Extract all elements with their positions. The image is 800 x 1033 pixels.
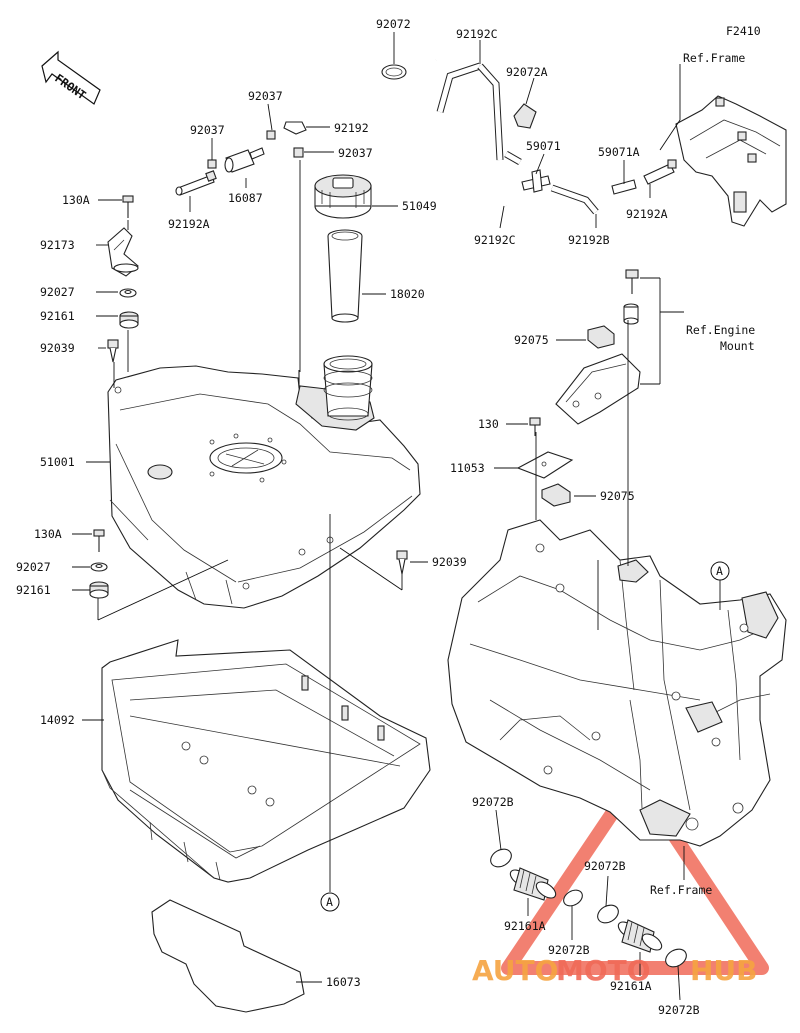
grommet-92161a-b (617, 919, 663, 953)
label-92161a-b: 92161A (610, 979, 652, 993)
label-92161a-a: 92161A (504, 919, 546, 933)
label-92161-low: 92161 (16, 583, 51, 597)
label-51049: 51049 (402, 199, 437, 213)
label-92192: 92192 (334, 121, 369, 135)
automotohub-watermark (501, 771, 769, 975)
label-130a-low: 130A (34, 527, 62, 541)
hose-92192a-left (175, 170, 217, 196)
label-92037-c: 92037 (338, 146, 373, 160)
bolt-130a-top (122, 195, 134, 218)
fuel-tank-51001 (107, 355, 421, 609)
label-130: 130 (478, 417, 499, 431)
joint-59071a (611, 179, 637, 195)
label-130a-top: 130A (62, 193, 90, 207)
ref-frame-bottom: Ref.Frame (650, 883, 712, 897)
label-92192a-right: 92192A (626, 207, 668, 221)
hose-92192a-right (643, 159, 677, 185)
clamp-92072b-a (490, 848, 512, 868)
label-92075-low: 92075 (600, 489, 635, 503)
clip-92037-c (293, 147, 304, 158)
ref-frame-top: Ref.Frame (683, 51, 745, 65)
automotohub-watermark-text: AUTO MOTO HUB (472, 954, 758, 987)
label-92072b-c: 92072B (584, 859, 626, 873)
label-92027-low: 92027 (16, 560, 51, 574)
label-92192c-top: 92192C (456, 27, 498, 41)
clamp-92072b-b (563, 889, 583, 907)
label-92173: 92173 (40, 238, 75, 252)
grommet-92161-top (119, 311, 139, 329)
grommet-92161-low (89, 581, 109, 599)
clip-92039-right (396, 550, 408, 575)
leader-lines (72, 32, 721, 1001)
clamp-92072b-c (597, 904, 619, 924)
svg-text:A: A (326, 895, 333, 909)
clip-92037-b (266, 130, 276, 140)
bracket-92173 (107, 227, 139, 277)
label-16073: 16073 (326, 975, 361, 989)
ref-engine-mount-1: Ref.Engine (686, 323, 755, 337)
label-59071a: 59071A (598, 145, 640, 159)
clamp-92072a (513, 103, 537, 129)
main-frame (447, 519, 787, 847)
bolt-130 (529, 417, 541, 436)
marker-a-bottom: A (320, 892, 340, 912)
bolt-engine-mount (625, 269, 639, 294)
label-92037-b: 92037 (248, 89, 283, 103)
pad-16073 (151, 899, 305, 1013)
label-92192b: 92192B (568, 233, 610, 247)
label-92075-top: 92075 (514, 333, 549, 347)
label-92072b-a: 92072B (472, 795, 514, 809)
watermark-moto: MOTO (556, 954, 651, 987)
label-16087: 16087 (228, 191, 263, 205)
fuel-cap-51049 (314, 174, 372, 219)
label-92072b-b: 92072B (548, 943, 590, 957)
clip-92037-a (207, 159, 217, 169)
clip-92039-left (107, 339, 119, 363)
plate-11053 (516, 451, 574, 479)
filter-16087 (224, 147, 265, 173)
collar-engine-mount (623, 303, 639, 325)
label-92039-left: 92039 (40, 341, 75, 355)
label-51001: 51001 (40, 455, 75, 469)
label-92027-top: 92027 (40, 285, 75, 299)
label-92072-top: 92072 (376, 17, 411, 31)
label-92039-right: 92039 (432, 555, 467, 569)
label-92192c-mid: 92192C (474, 233, 516, 247)
washer-92027-low (90, 562, 108, 572)
hose-92192c-top (403, 59, 509, 207)
bolt-130a-low (93, 529, 105, 552)
grommet-92161a-a (509, 867, 557, 901)
damper-92075-low (541, 483, 571, 507)
hose-92192 (283, 121, 307, 135)
label-92192a-left: 92192A (168, 217, 210, 231)
label-18020: 18020 (390, 287, 425, 301)
watermark-hub: HUB (690, 954, 758, 987)
ref-engine-mount-2: Mount (720, 339, 755, 353)
label-11053: 11053 (450, 461, 485, 475)
joint-59071 (521, 169, 551, 193)
filler-strainer-18020 (327, 229, 363, 323)
label-92072b-d: 92072B (658, 1003, 700, 1017)
label-92037-a: 92037 (190, 123, 225, 137)
label-14092: 14092 (40, 713, 75, 727)
svg-text:A: A (716, 564, 723, 578)
marker-a-right: A (710, 561, 730, 581)
diagram-code: F2410 (726, 24, 761, 38)
label-59071: 59071 (526, 139, 561, 153)
clamp-92072-top (381, 64, 407, 80)
hose-92192b (550, 184, 599, 215)
label-92072a: 92072A (506, 65, 548, 79)
mount-bracket (555, 353, 641, 425)
part-labels: F2410 Ref.Frame Ref.Engine Mount Ref.Fra… (16, 17, 761, 1017)
label-92161-top: 92161 (40, 309, 75, 323)
damper-92075-top (587, 325, 615, 349)
watermark-auto: AUTO (472, 954, 558, 987)
clamp-92072b-d (665, 948, 687, 968)
hose-92192c-mid (504, 150, 522, 166)
front-arrow-icon: FRONT (41, 50, 101, 105)
tank-cover-14092 (101, 639, 431, 883)
frame-top-right (675, 95, 787, 227)
washer-92027-top (119, 288, 137, 298)
